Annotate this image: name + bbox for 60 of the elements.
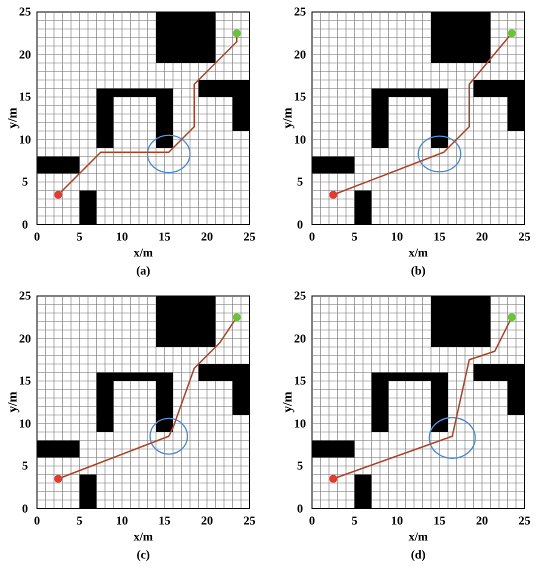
x-tick-label: 5 — [352, 230, 358, 243]
x-tick-label: 5 — [76, 514, 82, 527]
y-tick-label: 5 — [22, 460, 28, 472]
y-axis-title: y/m — [280, 108, 294, 129]
panel-caption: (c) — [136, 548, 150, 561]
y-axis-title: y/m — [280, 392, 294, 413]
y-tick-label: 25 — [19, 6, 31, 18]
x-tick-label: 15 — [434, 230, 446, 243]
y-tick-label: 10 — [19, 417, 31, 430]
x-tick-label: 25 — [518, 230, 530, 243]
x-tick-label: 5 — [352, 514, 358, 527]
x-tick-label: 25 — [244, 514, 256, 527]
x-tick-label: 15 — [158, 514, 170, 527]
x-axis-title: x/m — [408, 530, 428, 543]
y-tick-label: 15 — [294, 90, 306, 104]
x-tick-label: 10 — [116, 514, 128, 527]
x-tick-label: 20 — [476, 230, 488, 243]
y-tick-label: 20 — [19, 48, 31, 61]
y-tick-label: 25 — [294, 6, 306, 18]
x-tick-label: 25 — [518, 514, 530, 527]
x-tick-label: 20 — [201, 230, 213, 243]
x-axis-title: x/m — [408, 246, 428, 259]
x-tick-label: 0 — [34, 230, 40, 243]
y-tick-label: 0 — [22, 502, 28, 515]
y-tick-label: 10 — [294, 133, 306, 146]
y-tick-label: 5 — [22, 176, 28, 188]
y-tick-label: 10 — [19, 133, 31, 146]
x-tick-label: 20 — [201, 514, 213, 527]
x-tick-label: 15 — [158, 230, 170, 243]
x-tick-label: 0 — [309, 230, 315, 243]
y-tick-label: 0 — [22, 218, 28, 231]
y-tick-label: 5 — [297, 460, 303, 472]
x-tick-label: 20 — [476, 514, 488, 527]
y-tick-label: 15 — [19, 374, 31, 388]
x-tick-label: 15 — [434, 514, 446, 527]
y-tick-label: 10 — [294, 417, 306, 430]
panel-caption: (d) — [410, 548, 426, 561]
y-tick-label: 0 — [297, 218, 303, 231]
y-tick-label: 0 — [297, 502, 303, 515]
panel-caption: (a) — [136, 264, 150, 277]
y-axis-title: y/m — [6, 392, 18, 413]
panel-caption: (b) — [410, 264, 426, 277]
x-tick-label: 25 — [244, 230, 256, 243]
x-tick-label: 10 — [391, 514, 403, 527]
y-tick-label: 15 — [294, 374, 306, 388]
x-tick-label: 0 — [34, 514, 40, 527]
y-tick-label: 20 — [294, 332, 306, 345]
y-tick-label: 20 — [294, 48, 306, 61]
y-tick-label: 15 — [19, 90, 31, 104]
x-tick-label: 10 — [391, 230, 403, 243]
x-tick-label: 0 — [309, 514, 315, 527]
y-tick-label: 5 — [297, 176, 303, 188]
x-tick-label: 10 — [116, 230, 128, 243]
x-axis-title: x/m — [134, 530, 153, 543]
y-axis-title: y/m — [6, 108, 18, 129]
y-tick-label: 25 — [19, 290, 31, 302]
y-tick-label: 25 — [294, 290, 306, 302]
x-axis-title: x/m — [134, 246, 153, 259]
y-tick-label: 20 — [19, 332, 31, 345]
x-tick-label: 5 — [76, 230, 82, 243]
